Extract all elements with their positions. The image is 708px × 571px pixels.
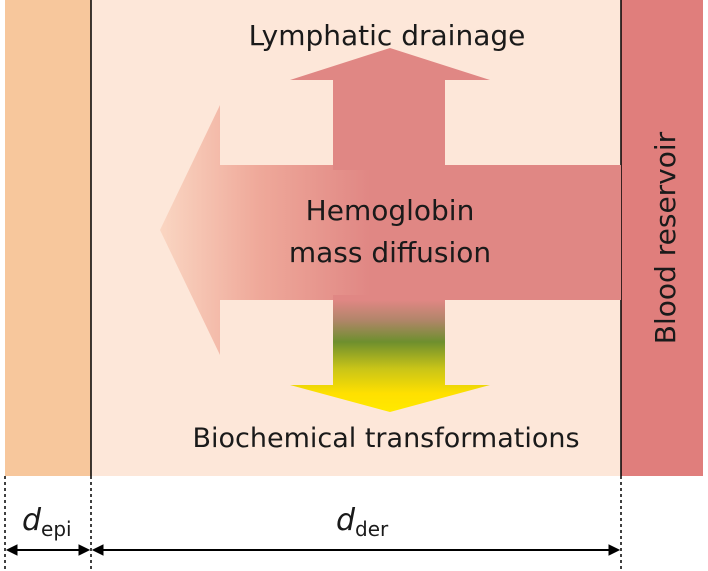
d-epi-dimension-arrow (5, 544, 91, 556)
d-der-dimension-arrow (91, 544, 621, 556)
hemoglobin-label-line2: mass diffusion (289, 236, 491, 269)
blood-reservoir-layer (621, 0, 703, 476)
d-epi-label: depi (22, 503, 72, 541)
blood-reservoir-label: Blood reservoir (649, 131, 682, 344)
lymphatic-drainage-arrow (290, 48, 490, 170)
biochemical-transformation-arrow (290, 295, 490, 412)
lymphatic-drainage-label: Lymphatic drainage (249, 19, 526, 52)
epidermis-layer (5, 0, 91, 476)
hemoglobin-label-line1: Hemoglobin (306, 194, 475, 227)
left-arrow (160, 105, 621, 355)
d-der-label: dder (336, 503, 389, 541)
biochemical-transformations-label: Biochemical transformations (192, 423, 579, 454)
